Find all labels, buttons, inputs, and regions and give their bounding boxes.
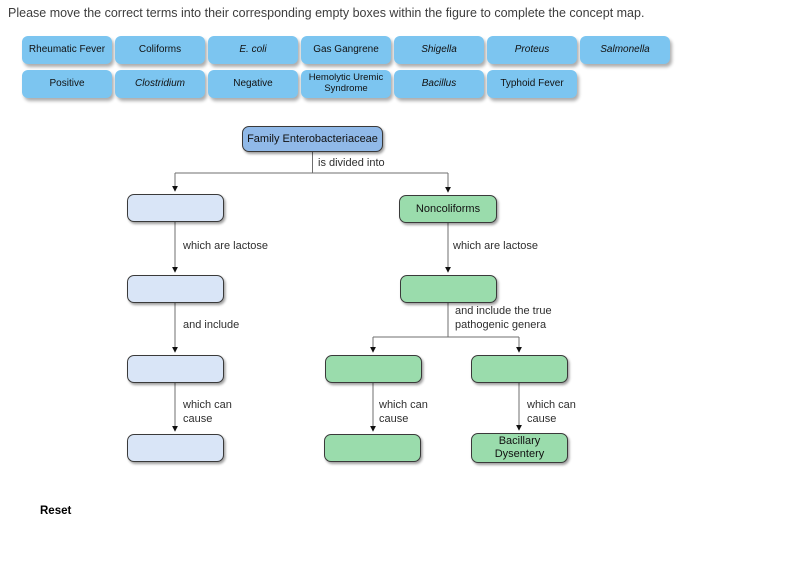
term-chip-proteus[interactable]: Proteus <box>487 36 577 64</box>
term-chip-salmonella[interactable]: Salmonella <box>580 36 670 64</box>
reset-button[interactable]: Reset <box>40 505 72 517</box>
edge-label-lactose-right: which are lactose <box>453 240 538 252</box>
edge-label-cause-left: which can cause <box>183 399 232 425</box>
term-chip-clostridium[interactable]: Clostridium <box>115 70 205 98</box>
drop-box-1[interactable] <box>127 194 224 222</box>
node-bacillary-dysentery: Bacillary Dysentery <box>471 433 568 463</box>
term-chip-e-coli[interactable]: E. coli <box>208 36 298 64</box>
term-chip-coliforms[interactable]: Coliforms <box>115 36 205 64</box>
term-chip-hemolytic-uremic-syndrome[interactable]: Hemolytic Uremic Syndrome <box>301 70 391 98</box>
drop-box-4[interactable] <box>127 355 224 383</box>
edge-label-include-left: and include <box>183 319 240 331</box>
term-chip-rheumatic-fever[interactable]: Rheumatic Fever <box>22 36 112 64</box>
drop-box-6[interactable] <box>471 355 568 383</box>
term-chip-positive[interactable]: Positive <box>22 70 112 98</box>
drop-box-2[interactable] <box>127 275 224 303</box>
term-chip-negative[interactable]: Negative <box>208 70 298 98</box>
edge-label-lactose-left: which are lactose <box>183 240 268 252</box>
instruction-text: Please move the correct terms into their… <box>8 6 645 20</box>
edge-label-cause-mid: which can cause <box>379 399 428 425</box>
drop-box-3[interactable] <box>400 275 497 303</box>
edge-label-is-divided-into: is divided into <box>318 157 385 169</box>
edge-label-cause-right: which can cause <box>527 399 576 425</box>
term-chip-bacillus[interactable]: Bacillus <box>394 70 484 98</box>
term-chip-typhoid-fever[interactable]: Typhoid Fever <box>487 70 577 98</box>
term-chip-gas-gangrene[interactable]: Gas Gangrene <box>301 36 391 64</box>
bacillary-dysentery-label: Bacillary Dysentery <box>494 435 545 460</box>
drop-box-7[interactable] <box>127 434 224 462</box>
drop-box-5[interactable] <box>325 355 422 383</box>
drop-box-8[interactable] <box>324 434 421 462</box>
edge-label-include-right: and include the true pathogenic genera <box>455 305 552 331</box>
root-node-family-enterobacteriaceae: Family Enterobacteriaceae <box>242 126 383 152</box>
term-chip-shigella[interactable]: Shigella <box>394 36 484 64</box>
node-noncoliforms: Noncoliforms <box>399 195 497 223</box>
